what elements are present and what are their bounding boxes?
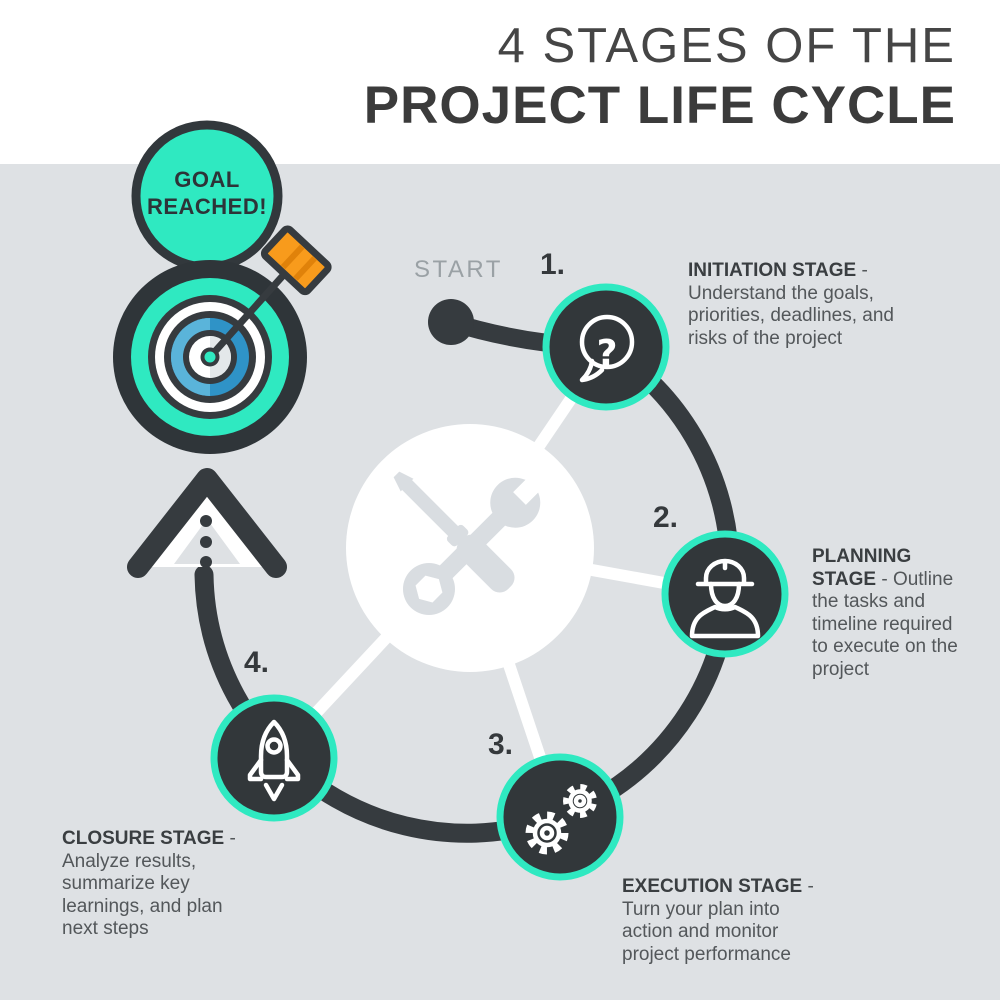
chevron-dot xyxy=(200,536,212,548)
stage-name: INITIATION STAGE xyxy=(688,260,857,281)
title-line-2: PROJECT LIFE CYCLE xyxy=(363,75,956,135)
gear-small xyxy=(563,784,597,818)
stage-circle-4 xyxy=(210,694,338,822)
chevron-up-icon xyxy=(127,468,287,578)
stage-number-4: 4. xyxy=(244,646,270,679)
stage-text-initiation: INITIATION STAGE - Understand the goals,… xyxy=(688,260,902,350)
gears-icon xyxy=(525,784,597,855)
stage-description: Outline the tasks and timeline required … xyxy=(812,568,958,680)
stage-name: CLOSURE STAGE xyxy=(62,828,225,849)
stage-circle-3 xyxy=(496,753,624,881)
stage-separator: - xyxy=(224,828,236,849)
stage-text-closure: CLOSURE STAGE - Analyze results, summari… xyxy=(62,828,254,941)
question-mark-glyph: ? xyxy=(597,333,618,374)
stage-text-planning: PLANNING STAGE - Outline the tasks and t… xyxy=(812,546,962,681)
target-icon xyxy=(113,225,332,454)
chevron-stroke xyxy=(127,468,287,578)
stage-name: EXECUTION STAGE xyxy=(622,876,803,897)
gear-large xyxy=(525,811,569,855)
rocket-icon xyxy=(247,719,301,802)
stage-name: PLANNING STAGE xyxy=(812,546,912,590)
stage-separator: - xyxy=(856,260,868,281)
start-label: START xyxy=(414,256,503,283)
screwdriver-icon xyxy=(393,471,515,593)
stage-number-3: 3. xyxy=(488,728,514,761)
stage-circle-1 xyxy=(542,283,670,411)
stage-description: Turn your plan into action and monitor p… xyxy=(622,898,791,965)
stage-description: Understand the goals, priorities, deadli… xyxy=(688,282,894,349)
goal-badge-label: GOAL REACHED! xyxy=(122,166,292,220)
stage-number-2: 2. xyxy=(653,501,679,534)
stage-description: Analyze results, summarize key learnings… xyxy=(62,850,223,940)
question-bubble-icon: ? xyxy=(579,314,635,383)
chevron-dot xyxy=(200,515,212,527)
page-title: 4 STAGES OF THE PROJECT LIFE CYCLE xyxy=(363,19,956,135)
goal-badge-line-2: REACHED! xyxy=(146,194,268,219)
arrow-shaft xyxy=(206,266,292,361)
stage-number-1: 1. xyxy=(540,248,566,281)
stage-separator: - xyxy=(802,876,814,897)
start-dot xyxy=(428,299,474,345)
stage-text-execution: EXECUTION STAGE - Turn your plan into ac… xyxy=(622,876,830,966)
arrow-fletching xyxy=(260,225,332,296)
chevron-dot xyxy=(200,556,212,568)
title-line-1: 4 STAGES OF THE xyxy=(497,19,956,73)
stage-separator: - xyxy=(876,568,893,590)
worker-icon xyxy=(689,558,761,639)
tools-icon xyxy=(393,462,556,616)
goal-badge-line-1: GOAL xyxy=(174,167,240,192)
